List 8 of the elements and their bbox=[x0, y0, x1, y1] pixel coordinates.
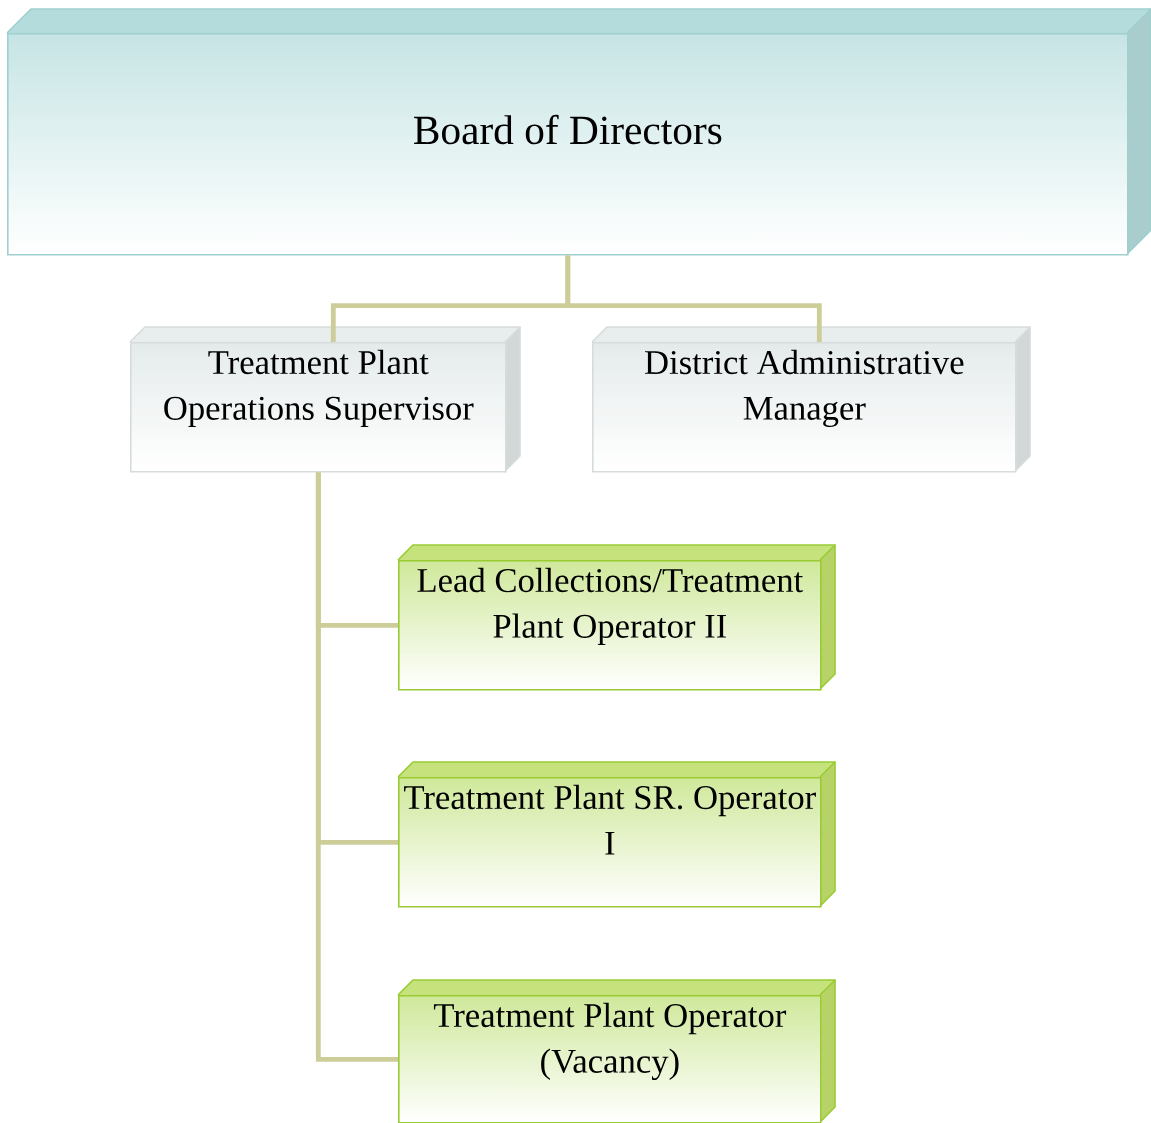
org-box: Lead Collections/Treatment Plant Operator II bbox=[397, 544, 836, 691]
org-box: District Administrative Manager bbox=[591, 326, 1031, 473]
connector-line bbox=[565, 255, 822, 342]
org-box: Board of Directors bbox=[6, 8, 1151, 256]
connector-line bbox=[315, 472, 398, 1062]
org-box: Treatment Plant Operator (Vacancy) bbox=[397, 979, 836, 1123]
org-box: Treatment Plant Operations Supervisor bbox=[129, 326, 521, 473]
org-box: Treatment Plant SR. Operator I bbox=[397, 761, 836, 908]
